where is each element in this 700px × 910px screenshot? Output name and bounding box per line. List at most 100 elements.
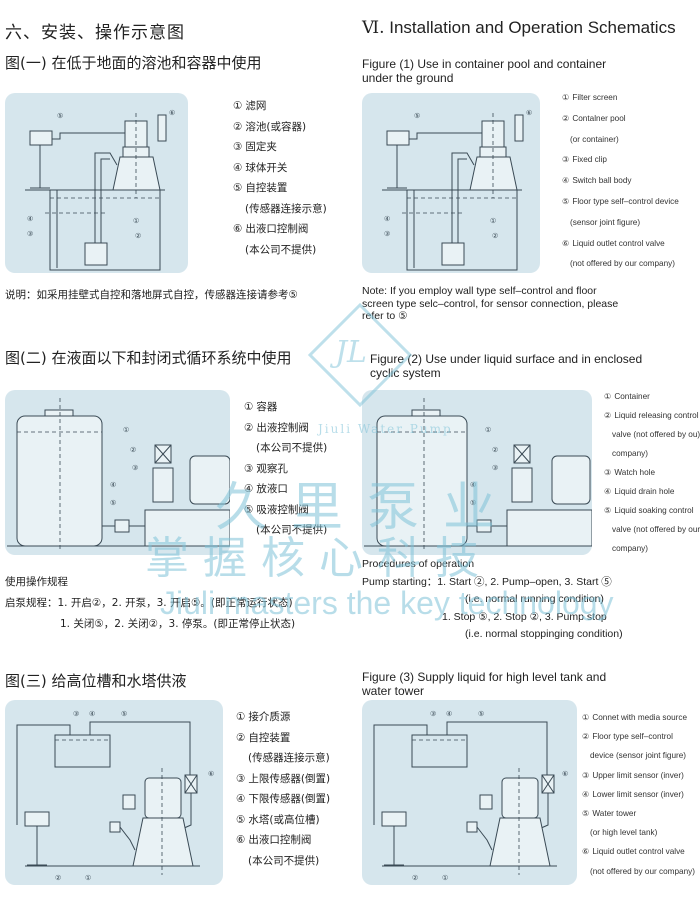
legend-num: ④ — [233, 161, 243, 174]
legend-num: ④ — [582, 789, 590, 799]
diagram-label: ⑤ — [57, 112, 63, 120]
legend-text: 吸液控制阀 — [256, 503, 309, 516]
title-line: Figure (3) Supply liquid for high level … — [362, 670, 607, 684]
legend-text: (sensor joint figure) — [570, 217, 641, 227]
legend-text: Floor type self–control — [592, 732, 673, 742]
procedure-start: Pump starting：1. Start ②, 2. Pump–open, … — [362, 575, 612, 588]
zh-fig3-title: 图(三) 给高位槽和水塔供液 — [5, 672, 187, 690]
legend-num: ② — [233, 120, 243, 133]
zh-fig1-title: 图(一) 在低于地面的溶池和容器中使用 — [5, 54, 262, 72]
legend-num: ③ — [233, 141, 243, 153]
zh-section-title: 六、安装、操作示意图 — [5, 23, 185, 43]
legend-item: (sensor joint figure) — [562, 213, 679, 234]
diagram-label: ② — [492, 232, 498, 240]
legend-num: ② — [582, 732, 590, 742]
legend-text: (本公司不提供) — [256, 442, 328, 454]
legend-num: ③ — [582, 770, 590, 780]
diagram-label: ③ — [492, 464, 498, 472]
legend-item: (传感器连接示意) — [236, 748, 330, 769]
diagram-label: ⑤ — [470, 499, 476, 507]
legend-num: ④ — [604, 487, 612, 496]
diagram-label: ③ — [73, 710, 79, 718]
pump-diagram-fig1: ⑤ ⑥ ① ② ④ ③ — [25, 109, 175, 271]
legend-num: ⑤ — [562, 196, 570, 206]
legend-num: ① — [233, 100, 243, 112]
legend-text: Switch ball body — [572, 176, 632, 186]
legend-text: company) — [612, 449, 648, 458]
note-line: refer to ⑤ — [362, 310, 408, 322]
legend-text: 下限传感器(倒置) — [248, 793, 331, 805]
zh-fig2-title: 图(二) 在液面以下和封闭式循环系统中使用 — [5, 349, 292, 367]
legend-num: ⑤ — [244, 503, 254, 516]
en-procedure: Procedures of operation Pump starting：1.… — [362, 556, 623, 644]
legend-text: 容器 — [256, 401, 278, 413]
legend-text: (本公司不提供) — [248, 854, 320, 867]
diagram-label: ③ — [132, 464, 138, 472]
legend-text: (not offered by our company) — [570, 259, 675, 269]
legend-num: ③ — [236, 772, 246, 785]
diagram-label: ① — [490, 217, 496, 225]
diagram-label: ⑥ — [169, 109, 175, 117]
legend-num: ⑤ — [236, 813, 246, 826]
title-line: Figure (1) Use in container pool and con… — [362, 57, 607, 71]
legend-text: Container — [614, 392, 650, 401]
legend-item: device (sensor joint figure) — [582, 746, 695, 765]
legend-text: 自控装置 — [248, 731, 291, 744]
diagram-label: ⑥ — [562, 770, 568, 778]
legend-text: (本公司不提供) — [245, 243, 317, 256]
legend-text: 溶池(或容器) — [245, 120, 307, 133]
legend-text: Liquid outlet control valve — [592, 847, 685, 857]
diagram-label: ④ — [470, 481, 476, 489]
legend-text: company) — [612, 544, 648, 553]
legend-num: ④ — [562, 176, 570, 186]
legend-num: ⑥ — [562, 238, 570, 248]
diagram-label: ① — [123, 426, 129, 434]
legend-num: ③ — [604, 468, 612, 477]
diagram-label: ① — [133, 217, 139, 225]
legend-num: ② — [604, 411, 612, 420]
legend-item: (or high level tank) — [582, 823, 695, 842]
zh-fig3-diagram: ③ ④ ⑤ ⑥ ② ① — [5, 700, 223, 885]
legend-text: Watch hole — [614, 468, 655, 477]
legend-num: ⑤ — [233, 182, 243, 194]
procedure-title: 使用操作规程 — [5, 576, 68, 588]
legend-text: valve (not offered by our — [612, 525, 700, 534]
legend-text: (or container) — [570, 134, 619, 144]
legend-text: 球体开关 — [245, 161, 288, 174]
zh-procedure: 使用操作规程 启泵规程：1. 开启②，2. 开泵，3. 开启⑤。(即正常运行状态… — [5, 572, 295, 635]
legend-text: Upper limit sensor (inver) — [592, 770, 684, 780]
diagram-label: ④ — [89, 710, 95, 718]
legend-text: (本公司不提供) — [256, 524, 328, 536]
legend-text: (传感器连接示意) — [248, 752, 330, 764]
diagram-label: ⑤ — [110, 499, 116, 507]
legend-item: company) — [604, 444, 700, 463]
diagram-label: ③ — [384, 230, 390, 238]
legend-text: Fixed clip — [572, 155, 607, 165]
legend-item: (本公司不提供) — [244, 438, 327, 459]
legend-num: ⑤ — [604, 506, 612, 515]
diagram-label: ④ — [110, 481, 116, 489]
